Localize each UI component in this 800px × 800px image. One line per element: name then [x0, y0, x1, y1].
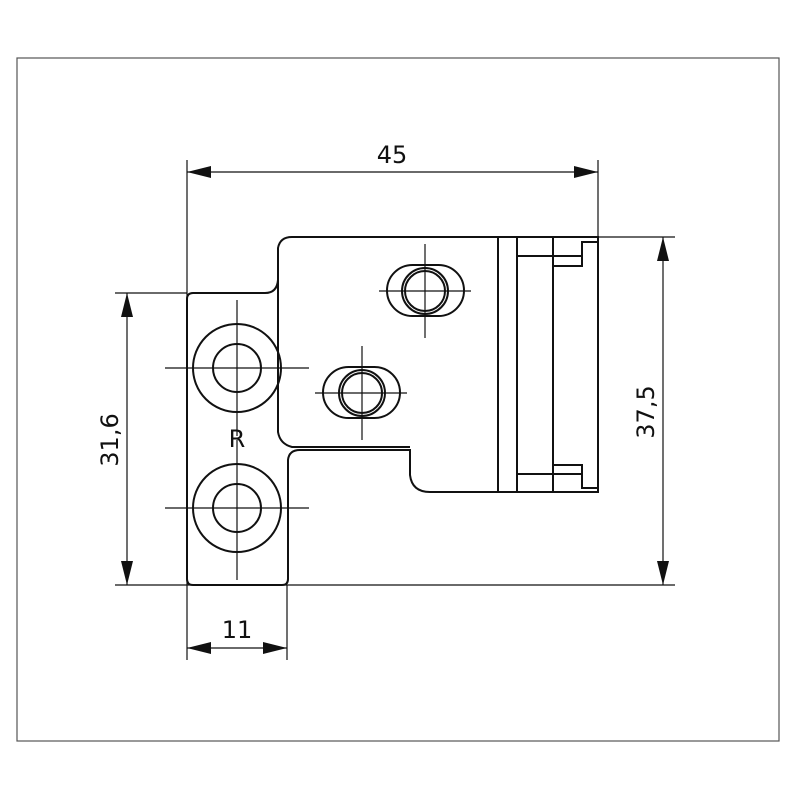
adjustment-slot-upper [379, 244, 471, 338]
dimension-plate-height: 31,6 [96, 413, 124, 466]
dimension-overall-width: 45 [377, 141, 408, 169]
drawing-frame [16, 57, 780, 742]
dimension-lines [115, 160, 675, 660]
dimension-plate-width: 11 [222, 616, 253, 644]
adjustment-slot-lower [315, 346, 407, 440]
dimension-overall-height: 37,5 [632, 385, 660, 438]
mounting-hole-lower [165, 440, 309, 580]
body-edge [277, 280, 410, 448]
mounting-hole-upper [165, 300, 309, 436]
part-marking-label: R [229, 425, 246, 453]
hinge-part: R [165, 236, 599, 586]
